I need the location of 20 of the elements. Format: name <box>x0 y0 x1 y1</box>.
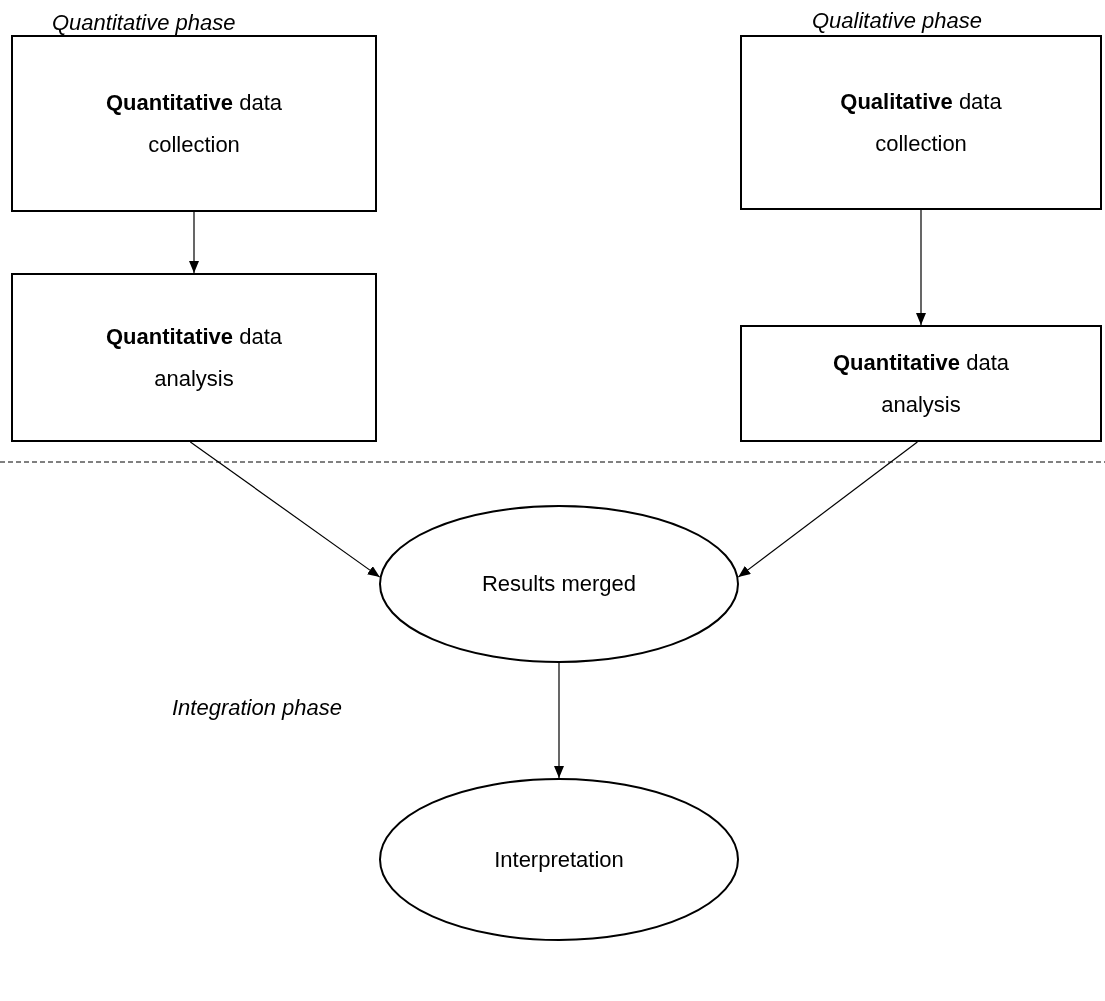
phase-label: Qualitative phase <box>812 8 982 34</box>
arrow <box>737 441 918 578</box>
node-text: Quantitative data analysis <box>831 348 1011 419</box>
ellipse-node <box>379 778 739 941</box>
ellipse-node <box>379 505 739 663</box>
node-text: Quantitative data analysis <box>104 322 284 393</box>
arrow <box>189 441 381 578</box>
arrow <box>916 209 926 326</box>
phase-label: Quantitative phase <box>52 10 236 36</box>
node-text: Qualitative data collection <box>839 87 1003 158</box>
node-text: Quantitative data collection <box>104 88 284 159</box>
node-text: Results merged <box>481 570 637 598</box>
process-box <box>11 35 377 212</box>
arrow <box>554 662 564 779</box>
process-box <box>740 35 1102 210</box>
node-text: Interpretation <box>494 845 624 874</box>
arrow <box>189 211 199 274</box>
process-box <box>11 273 377 442</box>
process-box <box>740 325 1102 442</box>
phase-label: Integration phase <box>172 695 343 721</box>
